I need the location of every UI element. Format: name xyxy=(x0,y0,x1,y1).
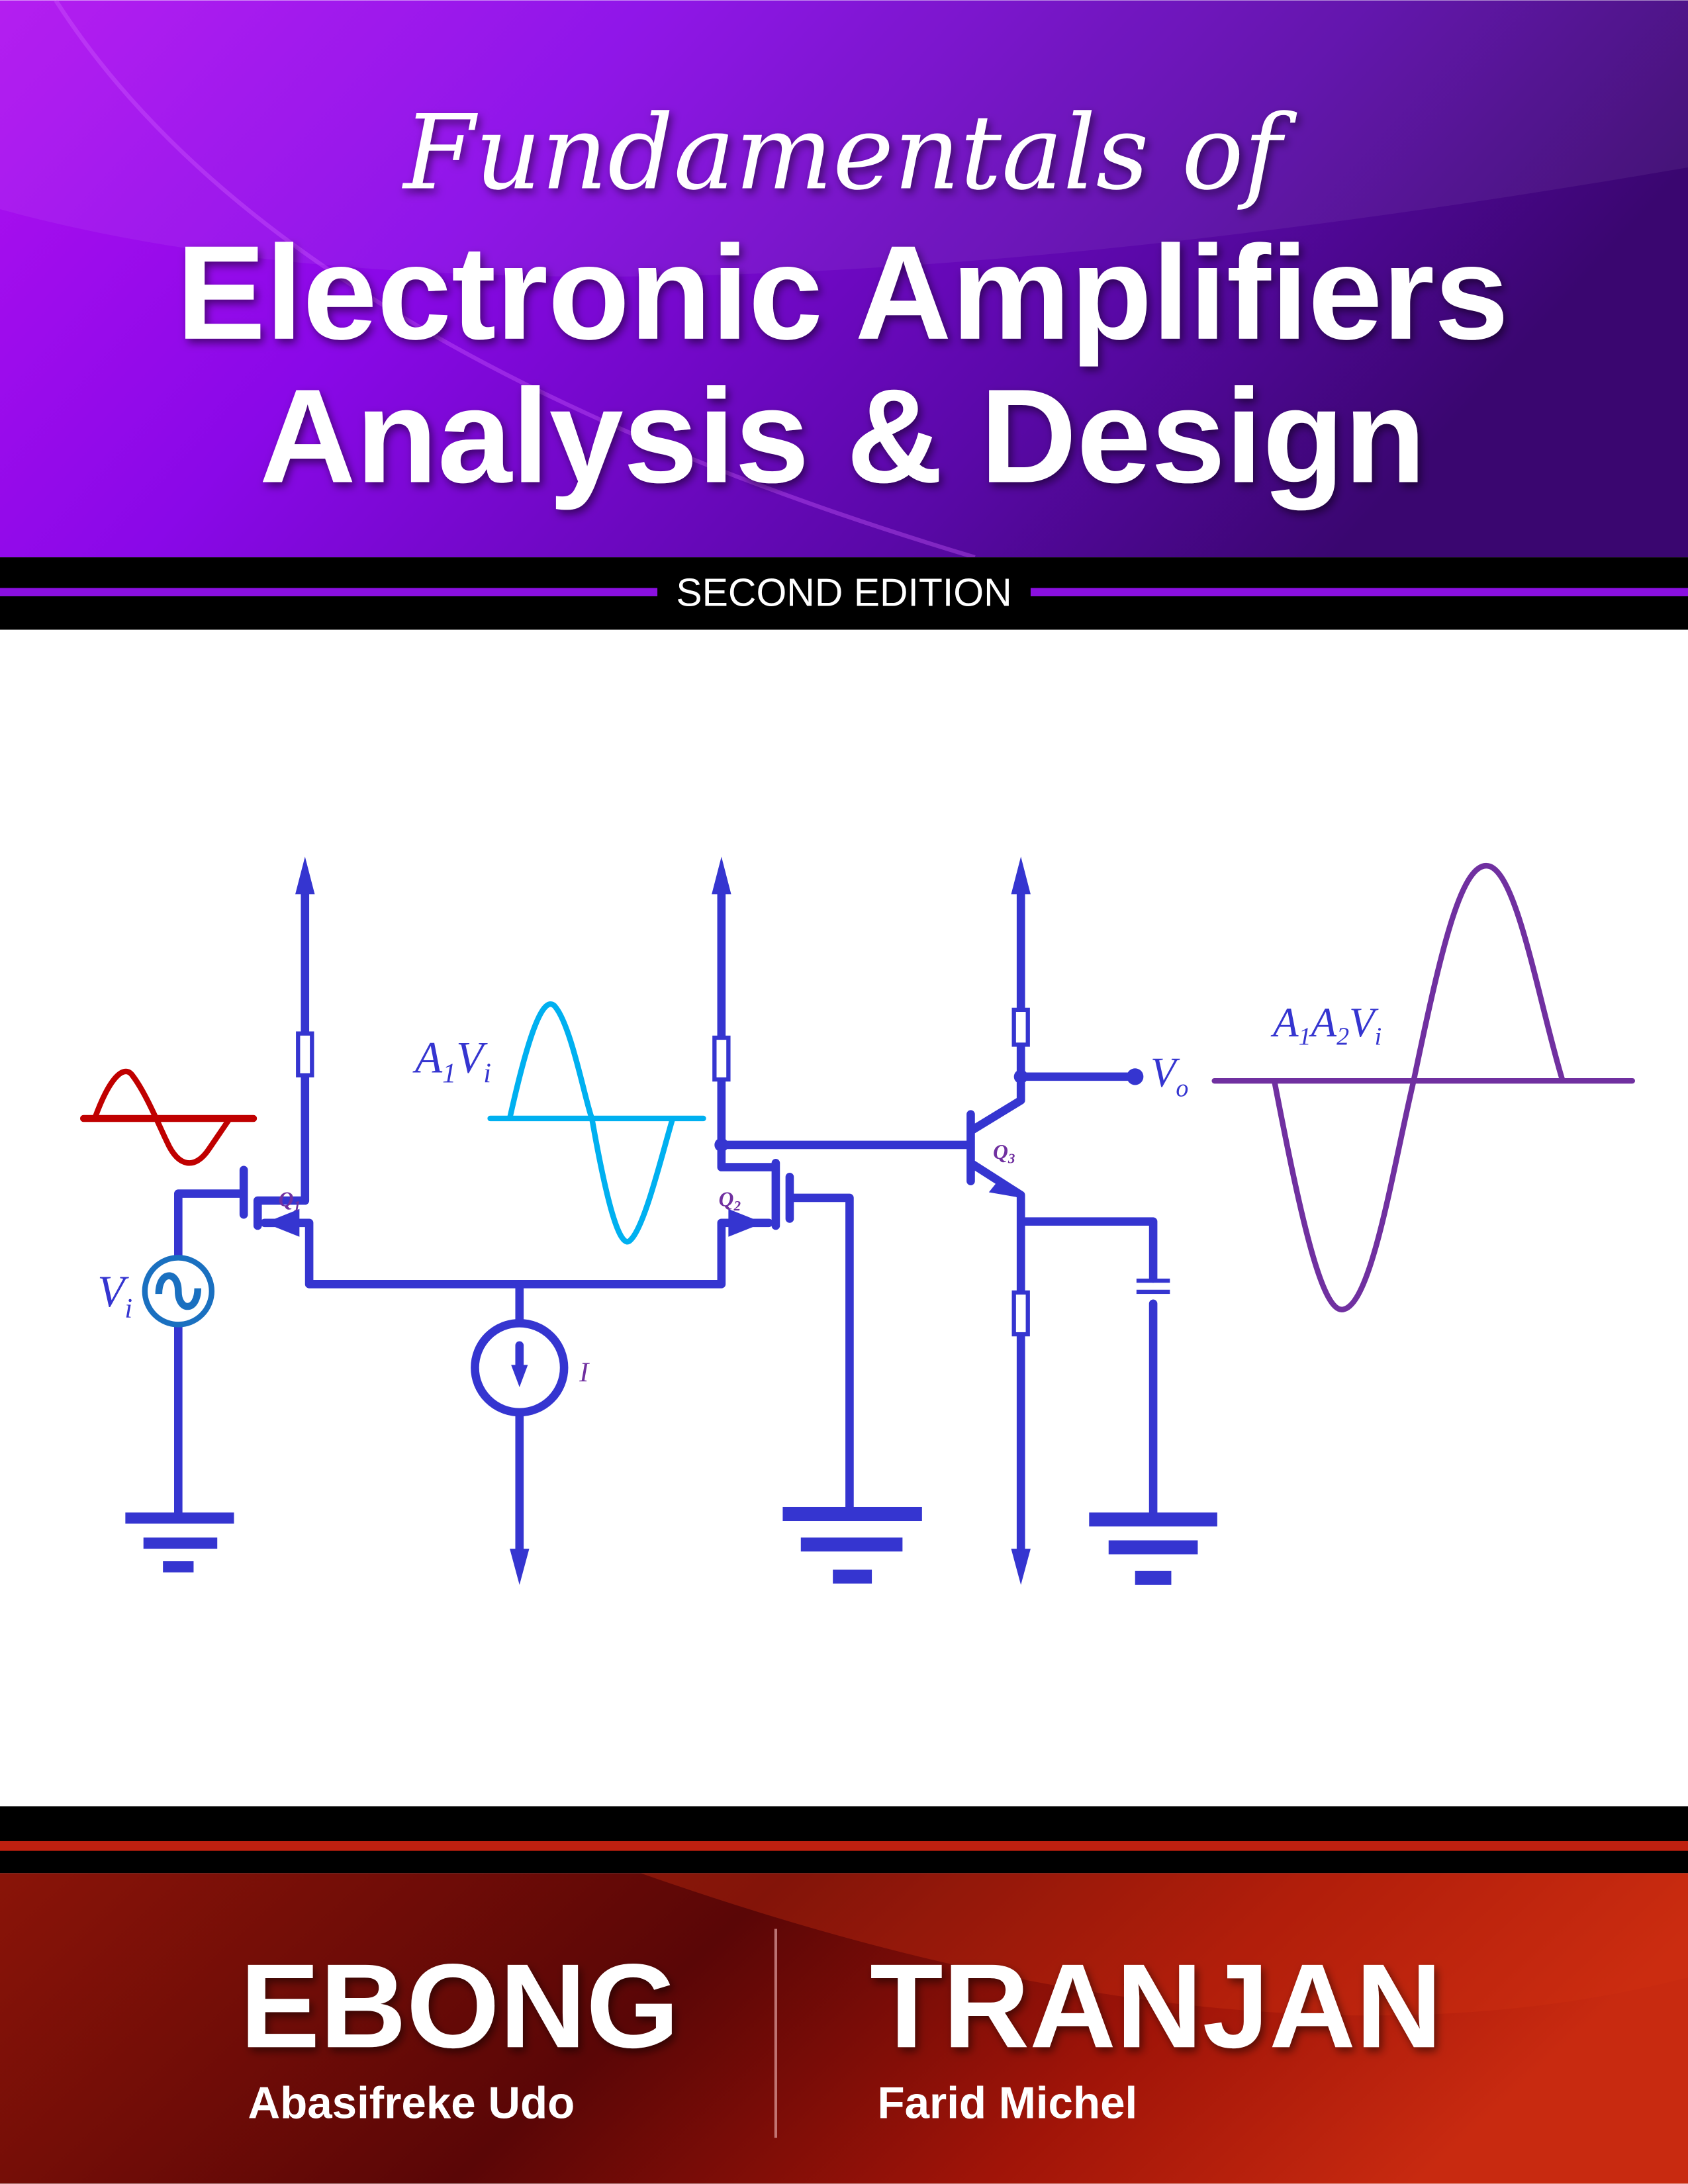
author-1-surname: EBONG xyxy=(240,1939,680,2073)
author-2-surname: TRANJAN xyxy=(870,1939,1442,2073)
title-script: Fundamentals of xyxy=(401,93,1297,213)
circuit-diagram: Q1 Q2 Q3 I Vi Vo A1Vi A1A2Vi xyxy=(79,856,1636,1585)
output-sine-wave xyxy=(1211,862,1636,1312)
label-current-i: I xyxy=(579,1358,590,1388)
author-2-given: Farid Michel xyxy=(877,2079,1137,2128)
label-a1vi: A1Vi xyxy=(412,1033,491,1089)
label-a1a2vi: A1A2Vi xyxy=(1270,999,1382,1051)
author-1-given: Abasifreke Udo xyxy=(248,2079,575,2128)
author-band: EBONG Abasifreke Udo TRANJAN Farid Miche… xyxy=(0,1806,1688,2184)
header-band: Fundamentals of Electronic Amplifiers An… xyxy=(0,0,1688,560)
label-vo: Vo xyxy=(1150,1050,1188,1103)
resistor-q3-collector xyxy=(1011,1007,1030,1047)
label-q2: Q2 xyxy=(719,1188,741,1214)
edition-band: SECOND EDITION xyxy=(0,557,1688,630)
label-vi: Vi xyxy=(97,1267,132,1324)
resistor-q1-drain xyxy=(296,1031,314,1077)
supply-arrow-q3 xyxy=(1011,856,1031,895)
supply-arrow-q3-bottom xyxy=(1011,1549,1031,1585)
input-sine-wave xyxy=(79,1068,258,1166)
label-q3: Q3 xyxy=(993,1140,1015,1166)
title-line-1: Electronic Amplifiers xyxy=(176,218,1509,367)
label-q1: Q1 xyxy=(279,1188,301,1214)
ground-icon xyxy=(125,1512,234,1572)
output-terminal xyxy=(1127,1068,1144,1085)
capacitor-icon xyxy=(1136,1278,1170,1283)
ground-icon xyxy=(1089,1512,1217,1585)
resistor-q3-emitter xyxy=(1011,1290,1030,1337)
edition-label: SECOND EDITION xyxy=(676,572,1011,615)
title-line-2: Analysis & Design xyxy=(259,361,1426,510)
supply-arrow-bottom xyxy=(510,1549,530,1585)
resistor-q2-drain xyxy=(712,1035,731,1082)
supply-arrow-q2 xyxy=(712,856,731,895)
supply-arrow-q1 xyxy=(295,856,315,895)
ground-icon xyxy=(782,1506,922,1584)
stage1-sine-wave xyxy=(487,1001,706,1245)
